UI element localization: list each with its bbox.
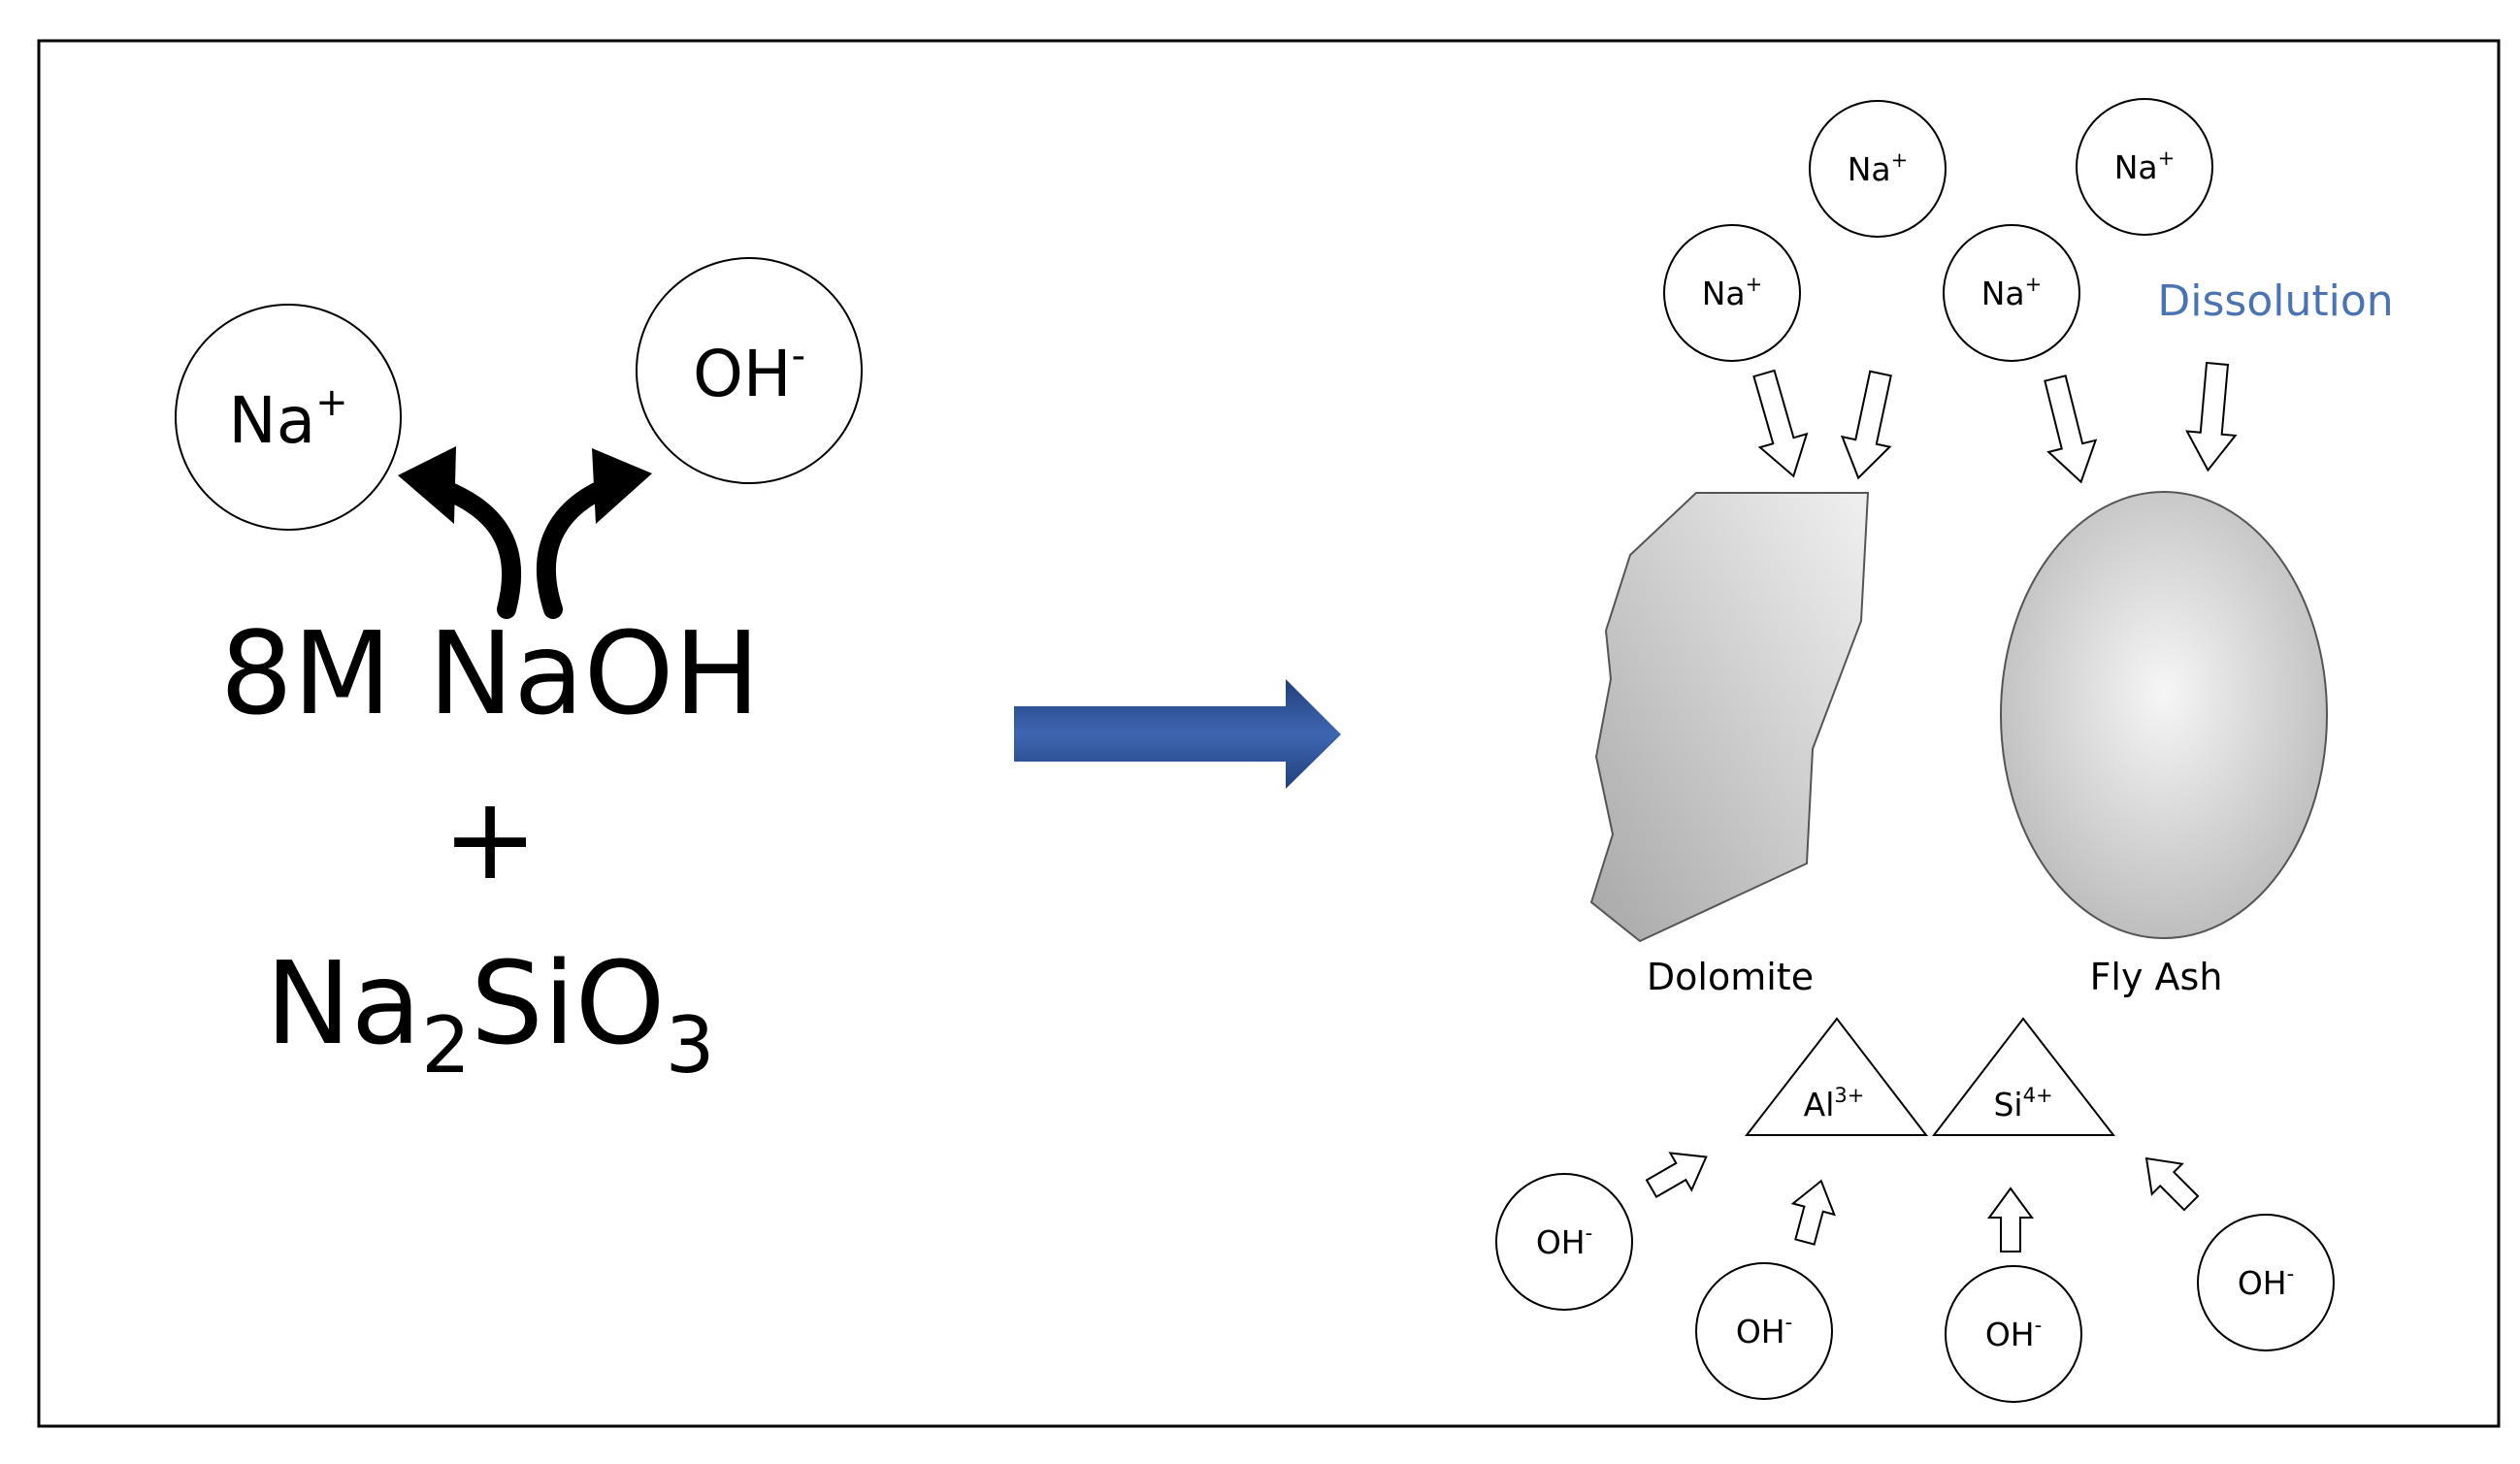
al-ion-label: Al3+: [1804, 1084, 1865, 1123]
si-ion-triangle: [1931, 1017, 2116, 1136]
oh-ion-circle-2: [1695, 1262, 1833, 1400]
na-ion-circle-4: [2076, 98, 2213, 236]
oh-ion-label-1: OH-: [1536, 1221, 1592, 1261]
down-arrow-3: [2044, 374, 2098, 484]
al-ion-triangle: [1744, 1017, 1929, 1136]
oh-ion-label-large: OH-: [693, 334, 805, 411]
down-arrow-4: [2185, 361, 2238, 472]
na-ion-label-large: Na+: [228, 380, 347, 458]
process-arrow: [1014, 679, 1341, 789]
down-arrow-1: [1752, 369, 1809, 478]
dissolution-label: Dissolution: [2157, 277, 2393, 326]
down-arrow-2: [1840, 370, 1892, 480]
na-ion-circle-2: [1809, 100, 1947, 238]
plus-sign: +: [442, 771, 539, 905]
oh-ion-circle-4: [2197, 1214, 2335, 1351]
up-arrow-4: [2144, 1156, 2200, 1212]
up-arrow-3: [1987, 1187, 2034, 1253]
na-ion-label-3: Na+: [1981, 273, 2043, 312]
naoh-label: 8M NaOH: [220, 606, 761, 740]
reactants-group: Na+ OH- 8M NaOH + Na2SiO3: [175, 257, 863, 1090]
oh-ion-circle-1: [1495, 1173, 1633, 1311]
dolomite-label: Dolomite: [1647, 956, 1814, 998]
oh-ion-circle-large: [636, 257, 863, 484]
curved-arrow-head-na: [398, 446, 456, 524]
na-ion-label-4: Na+: [2114, 146, 2176, 186]
na-ion-label-1: Na+: [1702, 273, 1763, 312]
up-arrow-2: [1790, 1179, 1836, 1246]
na-ion-circle-large: [175, 304, 402, 531]
si-ion-label: Si4+: [1993, 1084, 2052, 1123]
sodium-silicate-label: Na2SiO3: [266, 936, 715, 1090]
oh-ion-label-2: OH-: [1736, 1311, 1792, 1350]
curved-arrow-head-oh: [592, 448, 652, 524]
up-arrow-1: [1645, 1152, 1708, 1199]
dolomite-particle: [1589, 492, 1870, 943]
na-ion-circle-1: [1663, 224, 1801, 362]
na-ion-label-2: Na+: [1848, 148, 1909, 188]
dissolution-group: Na+ Na+ Na+ Na+ Dissolution Dolomite Fly…: [1495, 98, 2394, 1403]
oh-ion-label-4: OH-: [2238, 1262, 2294, 1302]
fly-ash-particle: [2000, 491, 2328, 939]
oh-ion-label-3: OH-: [1985, 1314, 2042, 1353]
figure-border: [37, 39, 2501, 1428]
oh-ion-circle-3: [1945, 1265, 2082, 1403]
fly-ash-label: Fly Ash: [2090, 956, 2223, 998]
na-ion-circle-3: [1943, 224, 2080, 362]
